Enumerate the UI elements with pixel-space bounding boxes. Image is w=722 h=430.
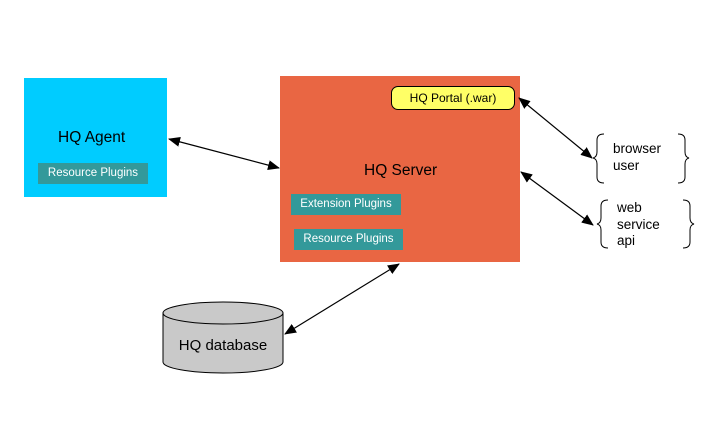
webservice-left-brace xyxy=(596,199,609,249)
browser-user-client: browser user xyxy=(613,141,661,174)
portal-browser-arrow xyxy=(518,97,593,159)
server-extension-plugins: Extension Plugins xyxy=(291,194,401,215)
database-label: HQ database xyxy=(179,337,267,354)
web-service-api-client: web service api xyxy=(617,200,660,250)
client-line: service xyxy=(617,216,660,232)
hq-server-title: HQ Server xyxy=(364,162,438,179)
database-cylinder: HQ database xyxy=(162,301,284,374)
hq-agent-title: HQ Agent xyxy=(58,129,126,146)
server-webservice-arrow xyxy=(520,171,594,226)
server-database-arrow xyxy=(284,263,400,335)
client-line: api xyxy=(617,233,636,248)
agent-resource-plugins: Resource Plugins xyxy=(38,163,148,184)
hq-portal-box: HQ Portal (.war) xyxy=(391,86,515,110)
webservice-right-brace xyxy=(682,199,695,249)
agent-server-arrow xyxy=(168,136,280,171)
hq-agent-box: HQ Agent Resource Plugins xyxy=(24,78,167,197)
browser-left-brace xyxy=(592,133,605,184)
server-resource-plugins: Resource Plugins xyxy=(294,229,403,250)
browser-right-brace xyxy=(677,133,690,184)
client-line: browser xyxy=(613,141,662,156)
client-line: user xyxy=(613,157,640,173)
client-line: web xyxy=(617,200,642,215)
